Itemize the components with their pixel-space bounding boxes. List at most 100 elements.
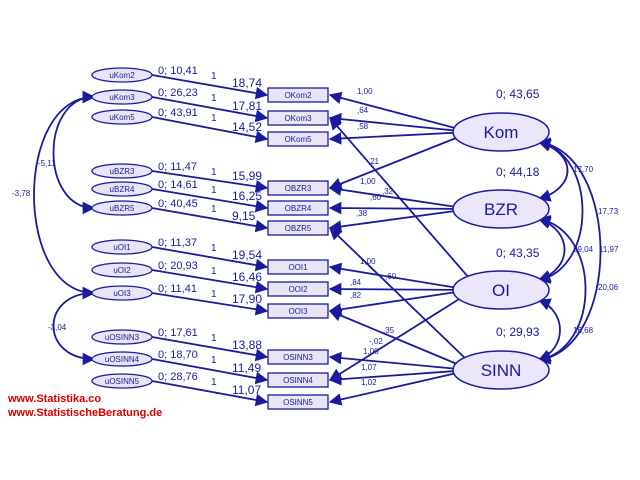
- indicator-label: OBZR5: [285, 224, 312, 233]
- latent-label: Kom: [484, 123, 519, 142]
- latent-covariance-label: 16,68: [573, 326, 594, 335]
- indicator-obzr5: OBZR5: [267, 220, 329, 236]
- error-variance-label: 0; 14,61: [158, 179, 198, 191]
- latent-covariance-label: 20,06: [598, 283, 619, 292]
- latent-variance-label: 0; 43,65: [496, 87, 540, 101]
- error-path-weight: 1: [211, 71, 217, 82]
- error-path-uoi3: [151, 292, 269, 316]
- loading-path-oi-okom3: [329, 117, 469, 278]
- loading-path-kom-okom2: [328, 91, 456, 129]
- latent-covariance-label: 17,70: [573, 165, 594, 174]
- error-path-ukom2: [151, 74, 269, 100]
- error-variance-label: 0; 17,61: [158, 327, 198, 339]
- indicator-label: OOI1: [288, 263, 308, 272]
- latent-label: OI: [492, 281, 510, 300]
- error-ellipse: [91, 329, 153, 345]
- loading-path-sinn-osinn5: [328, 372, 456, 406]
- indicator-intercept: 18,74: [232, 76, 262, 90]
- watermark-line-1: www.Statistika.co: [8, 393, 102, 405]
- error-covariance-label: -3,04: [48, 323, 67, 332]
- latent-variance-label: 0; 29,93: [496, 325, 540, 339]
- loading-path-oi-osinn4: [328, 297, 461, 381]
- latent-label: BZR: [484, 200, 518, 219]
- indicator-box: [267, 180, 329, 196]
- indicator-intercept: 17,81: [232, 99, 262, 113]
- indicator-box: [267, 131, 329, 147]
- latent-oi: OI: [452, 270, 550, 310]
- error-covariance-ukom3-uoi3: [33, 90, 96, 300]
- error-label: uOI2: [113, 266, 131, 275]
- error-variance-label: 0; 18,70: [158, 349, 198, 361]
- error-path-weight: 1: [211, 333, 217, 344]
- error-node-uoi2: uOI2: [91, 262, 153, 278]
- indicator-osinn3: OSINN3: [267, 349, 329, 365]
- indicator-ooi2: OOI2: [267, 281, 329, 297]
- latent-label: SINN: [481, 361, 522, 380]
- latent-covariance-kom-sinn: [537, 137, 602, 365]
- indicator-label: OKom3: [284, 114, 312, 123]
- indicator-okom5: OKom5: [267, 131, 329, 147]
- indicator-okom2: OKom2: [267, 87, 329, 103]
- error-path-weight: 1: [211, 204, 217, 215]
- indicator-box: [267, 110, 329, 126]
- loading-path-sinn-ooi3: [328, 309, 458, 365]
- error-path-weight: 1: [211, 355, 217, 366]
- error-path-weight: 1: [211, 185, 217, 196]
- indicator-label: OSINN5: [283, 398, 313, 407]
- latent-covariance-label: 11,97: [599, 245, 619, 254]
- loading-weight: ,84: [350, 278, 362, 287]
- error-path-uosinn5: [151, 380, 269, 407]
- error-path-weight: 1: [211, 377, 217, 388]
- latent-variance-label: 0; 43,35: [496, 246, 540, 260]
- error-label: uOSINN4: [105, 355, 140, 364]
- loading-weight: ,21: [368, 157, 380, 166]
- loading-path-sinn-osinn4: [328, 370, 455, 386]
- watermark-line-2: www.StatistischeBeratung.de: [8, 407, 163, 419]
- error-node-ukom3: uKom3: [91, 89, 153, 105]
- indicator-intercept: 9,15: [232, 209, 256, 223]
- indicator-intercept: 13,88: [232, 338, 262, 352]
- error-variance-label: 0; 26,23: [158, 87, 198, 99]
- indicator-intercept: 15,99: [232, 169, 262, 183]
- error-node-uosinn3: uOSINN3: [91, 329, 153, 345]
- error-ellipse: [91, 181, 153, 197]
- error-path-weight: 1: [211, 266, 217, 277]
- latent-variance-label: 0; 44,18: [496, 165, 540, 179]
- error-ellipse: [91, 285, 153, 301]
- latent-covariance-bzr-sinn: [537, 214, 587, 365]
- error-path-weight: 1: [211, 243, 217, 254]
- latent-ellipse: [452, 189, 550, 229]
- latent-covariance-label: 29,04: [573, 245, 594, 254]
- indicator-box: [267, 303, 329, 319]
- error-label: uOSINN3: [105, 333, 140, 342]
- error-ellipse: [91, 262, 153, 278]
- indicator-ooi3: OOI3: [267, 303, 329, 319]
- latent-ellipse: [452, 112, 550, 152]
- error-node-uoi1: uOI1: [91, 239, 153, 255]
- error-node-ubzr3: uBZR3: [91, 163, 153, 179]
- indicator-box: [267, 259, 329, 275]
- error-variance-label: 0; 43,91: [158, 107, 198, 119]
- indicator-label: OBZR4: [285, 204, 312, 213]
- latent-ellipse: [452, 350, 550, 390]
- indicator-intercept: 16,25: [232, 189, 262, 203]
- indicator-obzr3: OBZR3: [267, 180, 329, 196]
- error-ellipse: [91, 239, 153, 255]
- loading-path-bzr-obzr3: [328, 183, 455, 208]
- error-label: uKom3: [109, 93, 135, 102]
- loading-weight: 1,00: [360, 257, 376, 266]
- loading-path-bzr-obzr5: [328, 210, 455, 233]
- indicator-box: [267, 87, 329, 103]
- loading-weight: ,58: [357, 122, 369, 131]
- error-variance-label: 0; 11,37: [158, 237, 197, 249]
- indicator-osinn4: OSINN4: [267, 372, 329, 388]
- loading-weight: 1,00: [357, 87, 373, 96]
- indicator-intercept: 14,52: [232, 120, 262, 134]
- error-path-weight: 1: [211, 167, 217, 178]
- indicator-box: [267, 220, 329, 236]
- indicator-box: [267, 200, 329, 216]
- loading-path-kom-okom5: [328, 131, 455, 145]
- loading-weight: ,60: [385, 272, 397, 281]
- error-covariance-uoi3-uosinn4: [52, 286, 96, 366]
